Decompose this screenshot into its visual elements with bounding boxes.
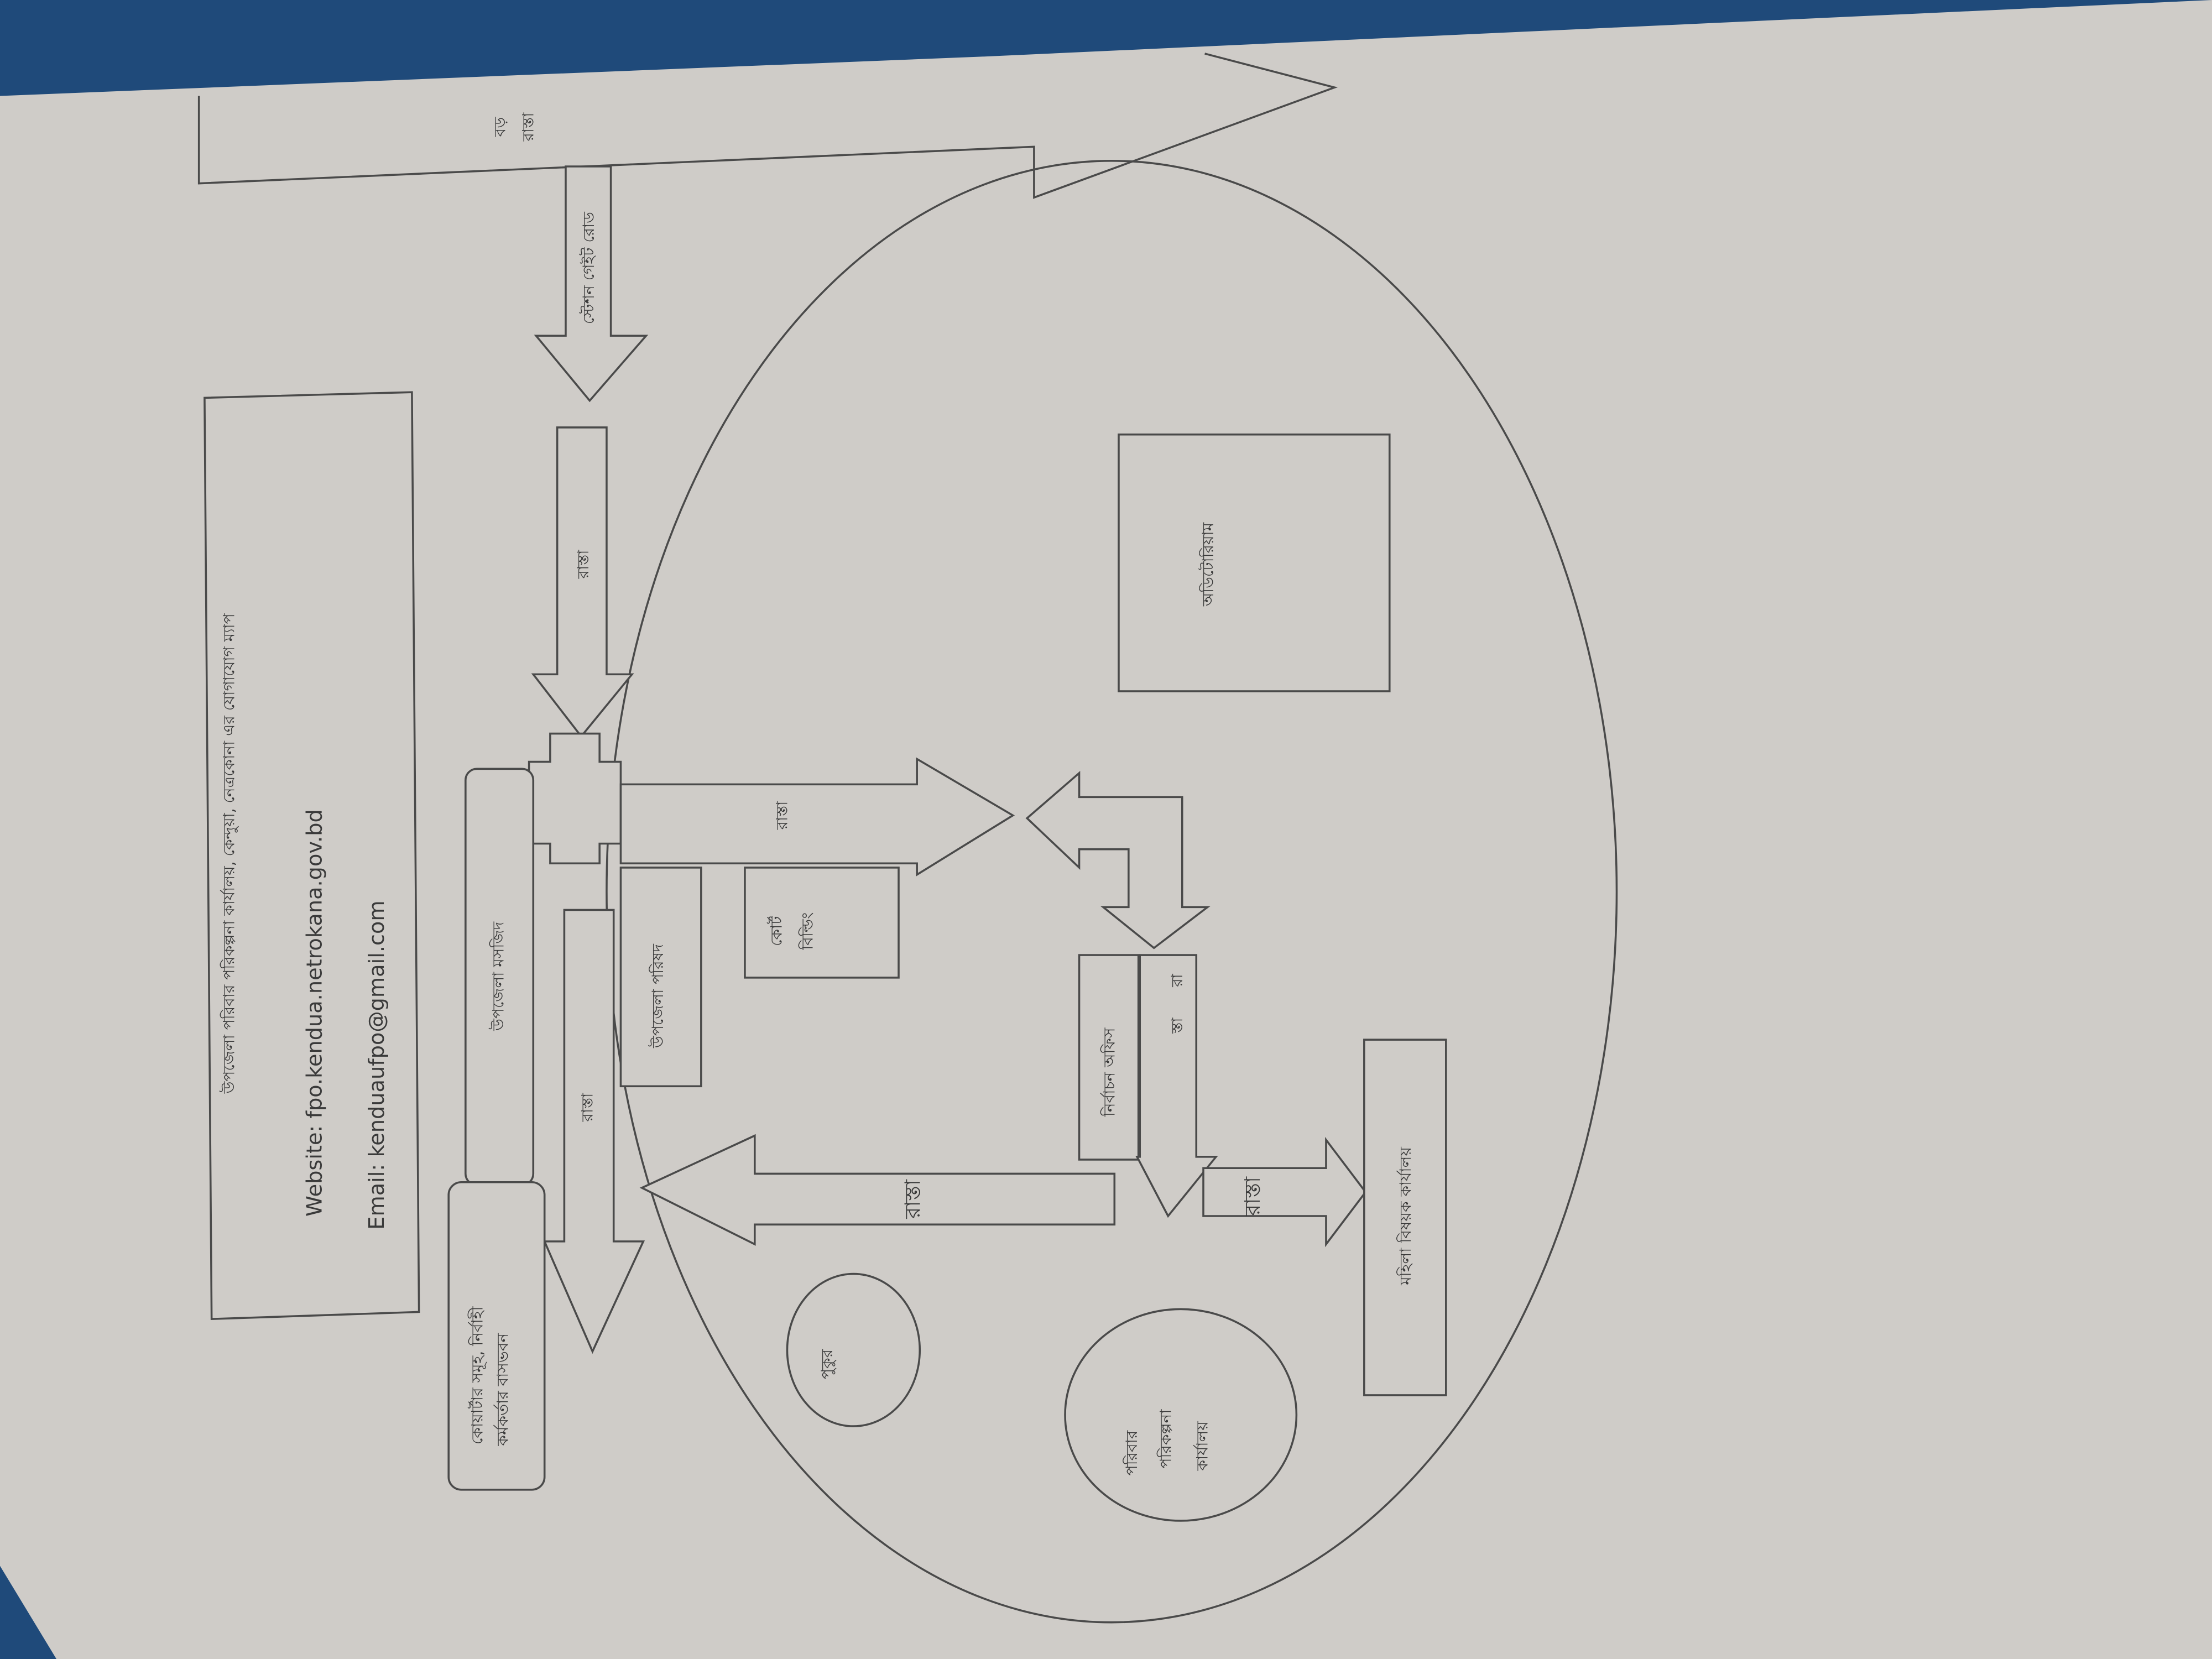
- website-text: Website: fpo.kendua.netrokana.gov.bd: [302, 809, 327, 1217]
- fp-label-2: পরিকল্পনা: [1156, 1409, 1175, 1469]
- quarters-label-2: কর্মকর্তার বাসভবন: [493, 1333, 512, 1447]
- quarters-residence: কোয়ার্টার সমূহ, নির্বাহী কর্মকর্তার বাস…: [447, 1181, 546, 1491]
- campus-boundary: [606, 160, 1618, 1624]
- election-office-label: নির্বাচন অফিস: [1100, 1027, 1118, 1117]
- road-arrow-right: রাস্তা: [619, 757, 1015, 877]
- road-label-women-office: রাস্তা: [1240, 1176, 1265, 1217]
- court-label-2: বিল্ডিং: [798, 912, 816, 951]
- road-arrow-left: রাস্তা: [639, 1134, 1116, 1246]
- women-affairs-label: মহিলা বিষয়ক কার্যালয়: [1396, 1147, 1415, 1286]
- road-label-right: রাস্তা: [773, 801, 791, 831]
- road-arrow-left-down: রাস্তা: [542, 909, 645, 1354]
- road-label-left-down: রাস্তা: [578, 1093, 596, 1123]
- email-text: Email: kenduaufpo@gmail.com: [364, 900, 389, 1229]
- road-junction: [528, 732, 622, 865]
- road-label-top: রাস্তা: [574, 550, 592, 580]
- info-title: উপজেলা পরিবার পরিকল্পনা কার্যালয়, কেন্দ…: [219, 613, 238, 1094]
- upazila-parishad: উপজেলা পরিষদ: [619, 867, 702, 1088]
- auditorium: অডিটোরিয়াম: [1118, 433, 1391, 692]
- road-arrow-top: রাস্তা: [531, 426, 634, 738]
- road-arrow-election: রা স্তা: [1135, 954, 1218, 1218]
- pond-label: পুকুর: [818, 1349, 836, 1379]
- road-arrow-women-office: রাস্তা: [1202, 1136, 1367, 1248]
- pond: পুকুর: [786, 1272, 921, 1427]
- road-split-1: রা: [1168, 973, 1186, 987]
- court-label-1: কোর্ট: [766, 916, 785, 946]
- fp-label-3: কার্যালয়: [1193, 1421, 1212, 1472]
- main-road-label-1: বড়: [491, 117, 509, 138]
- main-road-arrow: বড় রাস্তা: [197, 53, 1338, 199]
- election-office: নির্বাচন অফিস: [1078, 954, 1140, 1161]
- quarters-label-1: কোয়ার্টার সমূহ, নির্বাহী: [467, 1306, 487, 1444]
- family-planning-office: পরিবার পরিকল্পনা কার্যালয়: [1064, 1308, 1298, 1522]
- road-split-2: স্তা: [1168, 1018, 1186, 1034]
- info-box: উপজেলা পরিবার পরিকল্পনা কার্যালয়, কেন্দ…: [204, 391, 420, 1321]
- auditorium-label: অডিটোরিয়াম: [1198, 522, 1217, 607]
- upazila-mosque: উপজেলা মসজিদ: [465, 768, 535, 1186]
- women-affairs-office: মহিলা বিষয়ক কার্যালয়: [1363, 1039, 1447, 1396]
- main-road-label-2: রাস্তা: [519, 112, 537, 142]
- court-building: কোর্ট বিল্ডিং: [744, 867, 900, 979]
- fp-label-1: পরিবার: [1123, 1430, 1141, 1475]
- road-arrow-bent: [1025, 771, 1211, 950]
- parishad-label: উপজেলা পরিষদ: [648, 943, 667, 1048]
- station-gate-road-label: স্টেশন গেইট রোড: [579, 212, 598, 325]
- mosque-label: উপজেলা মসজিদ: [489, 921, 508, 1031]
- station-gate-road-arrow: স্টেশন গেইট রোড: [534, 165, 649, 403]
- road-label-left: রাস্তা: [900, 1179, 925, 1219]
